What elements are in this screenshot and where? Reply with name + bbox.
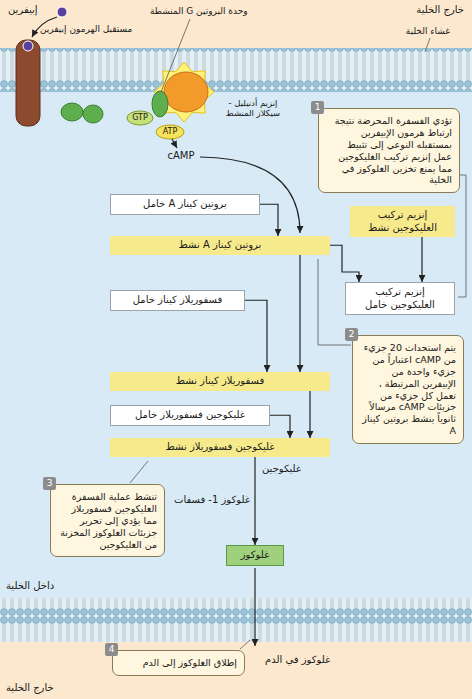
- cell-membrane: [0, 48, 472, 92]
- callout-box: يتم استحداث 20 جزيء من cAMP اعتباراً من …: [352, 335, 464, 444]
- callout-box: تنشط عملية الفسفرة الغليكوجين فسفوريلاز …: [50, 484, 165, 557]
- node-text: فسفوريلاز كيناز خامل: [133, 294, 223, 307]
- node-text: إطلاق الغلوكوز إلى الدم: [120, 657, 237, 669]
- reaction-arrow: [245, 300, 267, 372]
- leader-line: [458, 175, 466, 297]
- reaction-arrow: [254, 457, 255, 546]
- region-label: غلوكوز في الدم: [265, 654, 330, 666]
- callout-number: 2: [345, 328, 358, 341]
- active-enzyme-box: إنزيم تركيب الغليكوجين نشط: [350, 206, 455, 237]
- callout-box: إطلاق الغلوكوز إلى الدم: [112, 650, 245, 676]
- epinephrine-molecule: [57, 7, 67, 17]
- node-text: تؤدي الفسفرة المحرضة نتيجة ارتباط هرمون …: [326, 115, 452, 186]
- reaction-arrow: [309, 391, 310, 439]
- gtp-molecule: [127, 111, 153, 125]
- reaction-arrow: [330, 245, 359, 282]
- enzyme-label: إنزيم أدنيليل - سيكلاز المنشط: [217, 98, 289, 118]
- leader-line: [161, 19, 190, 92]
- receptor-label: مستقبل الهرمون إبيفرين: [40, 24, 132, 35]
- receptor: [16, 40, 40, 126]
- callout-number: 3: [43, 477, 56, 490]
- node-text: غليكوجين فسفوريلاز خامل: [135, 409, 245, 422]
- adenylyl-cyclase: [164, 72, 208, 112]
- inactive-enzyme-box: فسفوريلاز كيناز خامل: [110, 290, 245, 311]
- region-label: داخل الخلية: [6, 580, 54, 592]
- callout-number: 4: [105, 643, 118, 656]
- molecule-label: غلوكوز 1- فسفات: [174, 494, 250, 506]
- node-text: يتم استحداث 20 جزيء من cAMP اعتباراً من …: [360, 342, 456, 437]
- node-text: إنزيم تركيب الغليكوجين خامل: [352, 286, 448, 311]
- leader-line: [130, 461, 148, 483]
- hormone-label: إبيفرين: [8, 4, 38, 16]
- molecule-label: غليكوجين: [262, 463, 301, 475]
- glucose-release-arrow: [254, 568, 255, 646]
- glucose-box: غلوكوز: [226, 545, 284, 566]
- cytoplasm: [0, 70, 472, 620]
- g-protein-subunit: [83, 105, 103, 123]
- region-label: خارج الخلية: [6, 682, 54, 694]
- molecule-label: ATP: [158, 127, 182, 137]
- active-enzyme-box: فسفوريلاز كيناز نشط: [110, 372, 330, 391]
- node-text: بروتين كيناز A نشط: [179, 239, 262, 252]
- molecule-label: cAMP: [162, 150, 200, 162]
- node-text: غلوكوز: [241, 549, 269, 562]
- node-text: بروتين كيناز A خامل: [143, 198, 227, 211]
- g-protein-subunit: [61, 103, 83, 121]
- active-enzyme-box: بروتين كيناز A نشط: [110, 236, 330, 255]
- g-protein-label: وحدة البروتين G المنشطة: [150, 6, 248, 17]
- inactive-enzyme-box: إنزيم تركيب الغليكوجين خامل: [345, 282, 455, 315]
- atp-molecule: [156, 125, 184, 139]
- leader-line: [240, 640, 250, 649]
- reaction-arrow: [270, 415, 290, 438]
- node-text: غليكوجين فسفوريلاز نشط: [166, 441, 275, 454]
- reaction-arrow: [260, 204, 278, 236]
- node-text: فسفوريلاز كيناز نشط: [176, 375, 265, 388]
- node-text: إنزيم تركيب الغليكوجين نشط: [356, 209, 449, 234]
- camp-arrow: [172, 139, 177, 148]
- inactive-enzyme-box: بروتين كيناز A خامل: [110, 194, 260, 215]
- molecule-label: GTP: [128, 113, 152, 123]
- bound-epinephrine: [23, 41, 33, 51]
- callout-box: تؤدي الفسفرة المحرضة نتيجة ارتباط هرمون …: [318, 108, 460, 193]
- inactive-enzyme-box: غليكوجين فسفوريلاز خامل: [110, 405, 270, 426]
- membrane-label: غشاء الخلية: [406, 26, 450, 37]
- callout-number: 1: [311, 101, 324, 114]
- region-label: خارج الخلية: [416, 4, 464, 16]
- g-protein-alpha: [152, 91, 168, 117]
- leader-line: [425, 38, 430, 52]
- active-enzyme-box: غليكوجين فسفوريلاز نشط: [110, 438, 330, 457]
- reaction-arrow: [299, 255, 300, 373]
- cell-membrane: [0, 598, 472, 642]
- node-text: تنشط عملية الفسفرة الغليكوجين فسفوريلاز …: [58, 491, 157, 550]
- reaction-arrow: [421, 237, 422, 282]
